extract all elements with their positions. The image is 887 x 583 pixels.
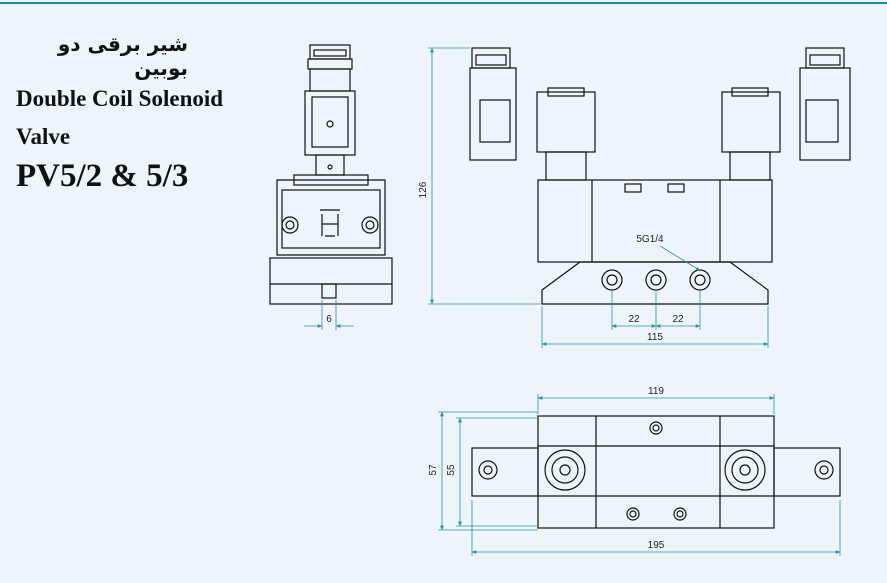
dim-height-label: 126 bbox=[418, 181, 429, 198]
dim-side-width bbox=[304, 300, 354, 330]
dim-port-spacing-2-label: 22 bbox=[672, 314, 684, 325]
port-size-label: 5G1/4 bbox=[636, 234, 664, 245]
side-view bbox=[269, 44, 393, 305]
model-title: PV5/2 & 5/3 bbox=[16, 158, 189, 194]
title-block: شیر برقی دو بوبین Double Coil Solenoid V… bbox=[16, 32, 276, 196]
front-view bbox=[469, 47, 851, 305]
dim-total-length-label: 195 bbox=[648, 540, 665, 551]
english-title-line1: Double Coil Solenoid bbox=[16, 86, 224, 111]
persian-title: شیر برقی دو بوبین bbox=[57, 32, 188, 80]
front-dimension-lines bbox=[428, 47, 769, 348]
top-view bbox=[471, 415, 841, 529]
top-dimension-lines bbox=[438, 394, 841, 556]
dim-side-width-label: 6 bbox=[326, 314, 332, 325]
dim-port-spacing-1-label: 22 bbox=[628, 314, 640, 325]
header-rule bbox=[0, 2, 887, 4]
english-title-line2: Valve bbox=[16, 124, 71, 149]
dim-base-length-label: 115 bbox=[647, 332, 663, 343]
dim-depth-inner-label: 55 bbox=[446, 464, 457, 476]
dim-depth-outer-label: 57 bbox=[428, 464, 439, 476]
dim-body-length-label: 119 bbox=[648, 386, 664, 397]
